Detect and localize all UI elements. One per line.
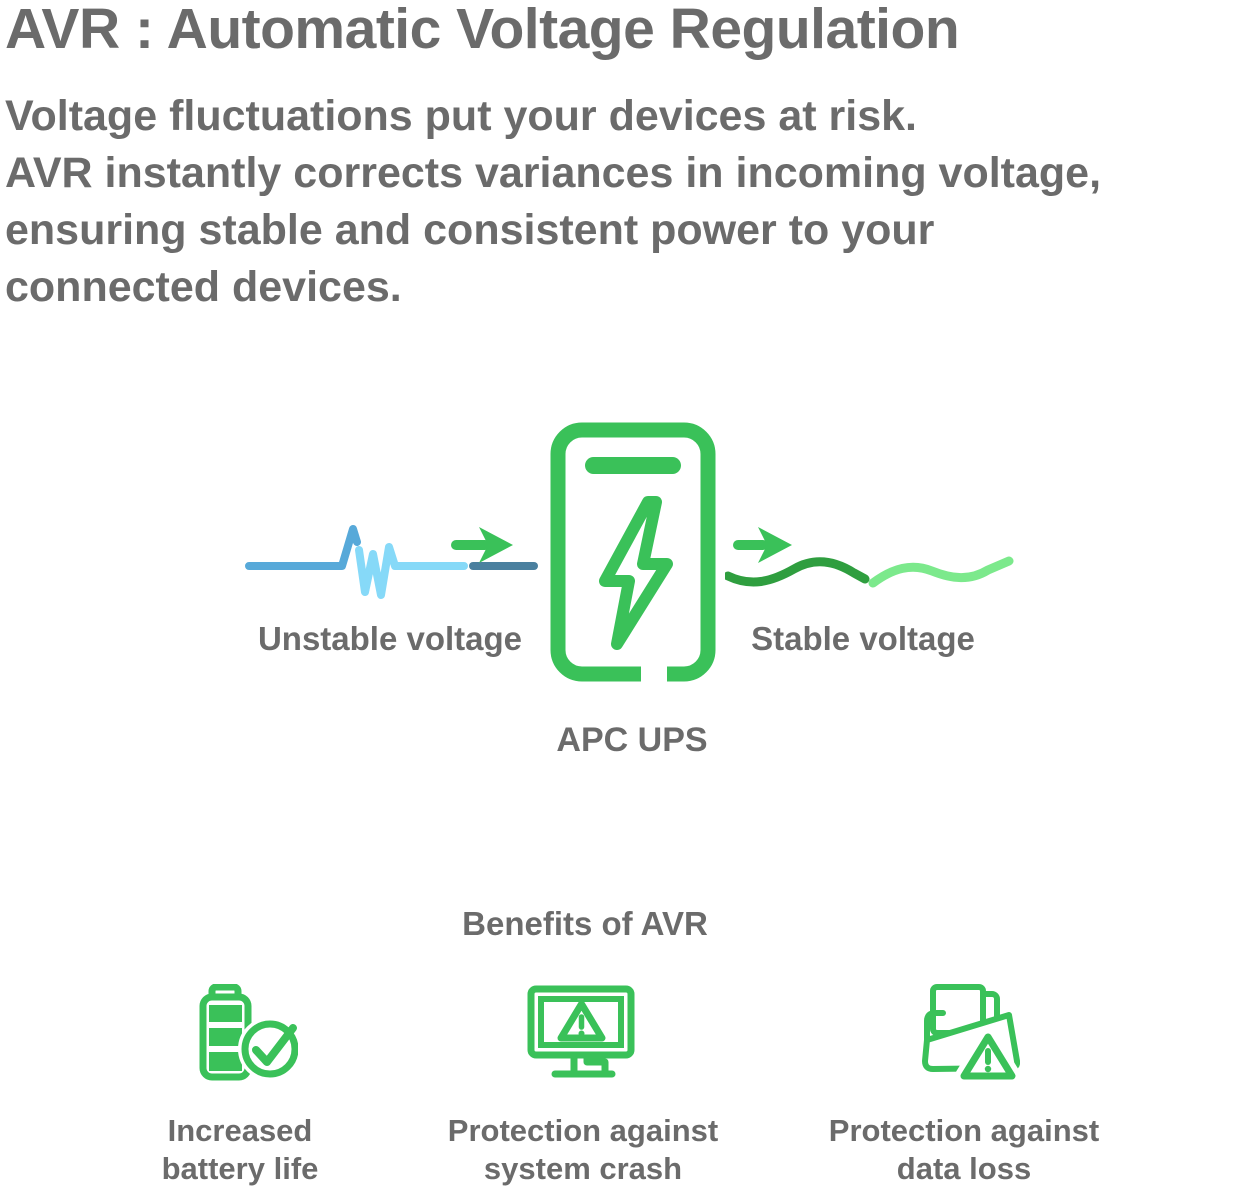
- folder-warning-icon: [922, 984, 1020, 1085]
- page-title: AVR : Automatic Voltage Regulation: [5, 0, 960, 61]
- intro-paragraph: Voltage fluctuations put your devices at…: [5, 92, 1102, 311]
- arrow-right-icon: [451, 527, 513, 563]
- battery-check-icon: [199, 984, 298, 1081]
- monitor-warning-icon: [527, 985, 635, 1078]
- arrow-right-icon: [733, 527, 792, 563]
- unstable-waveform-icon: [245, 525, 538, 599]
- benefits-heading: Benefits of AVR: [462, 905, 708, 942]
- benefit-caption-battery: Increased battery life: [161, 1113, 319, 1186]
- stable-voltage-label: Stable voltage: [751, 620, 975, 657]
- apc-ups-label: APC UPS: [556, 721, 708, 759]
- stable-waveform-icon: [725, 527, 1014, 588]
- benefit-caption-system-crash: Protection against system crash: [447, 1113, 719, 1186]
- ups-lightning-icon: [550, 422, 716, 683]
- unstable-voltage-label: Unstable voltage: [257, 620, 523, 657]
- benefit-caption-data-loss: Protection against data loss: [828, 1113, 1100, 1186]
